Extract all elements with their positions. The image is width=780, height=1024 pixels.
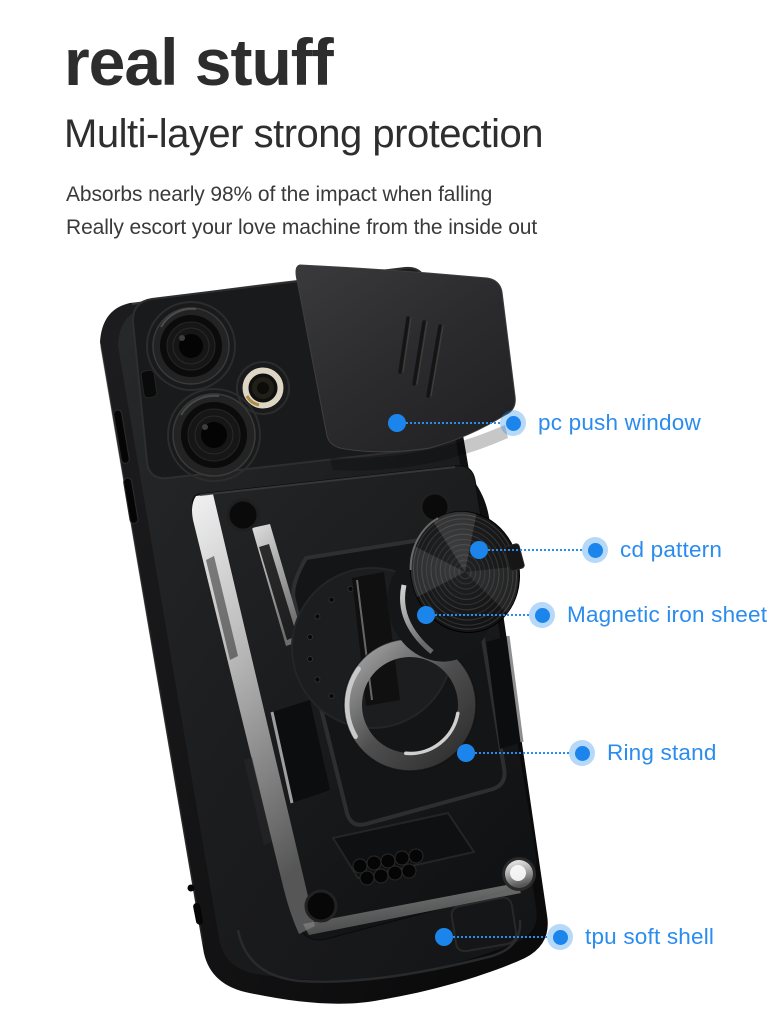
callout-anchor-dot xyxy=(457,744,475,762)
callout-tpu-soft-shell: tpu soft shell xyxy=(435,924,714,950)
callout-leader-line xyxy=(488,549,582,551)
callout-label: Ring stand xyxy=(607,740,717,765)
callout-ring-stand: Ring stand xyxy=(457,740,717,766)
callout-magnetic-iron-sheet: Magnetic iron sheet xyxy=(417,602,767,628)
callout-anchor-dot xyxy=(388,414,406,432)
callout-pc-push-window: pc push window xyxy=(388,410,701,436)
callout-label: tpu soft shell xyxy=(585,924,715,949)
callout-label: pc push window xyxy=(538,410,701,435)
callout-leader-line xyxy=(406,422,500,424)
callout-marker-dot xyxy=(500,410,526,436)
callout-marker-dot xyxy=(582,537,608,563)
callout-marker-dot xyxy=(529,602,555,628)
page-title: real stuff xyxy=(64,25,334,99)
callout-marker-dot xyxy=(569,740,595,766)
callout-cd-pattern: cd pattern xyxy=(470,537,722,563)
subtitle: Multi-layer strong protection xyxy=(64,112,544,156)
callout-anchor-dot xyxy=(417,606,435,624)
description-line-2: Really escort your love machine from the… xyxy=(66,216,538,239)
callout-anchor-dot xyxy=(470,541,488,559)
callout-marker-dot xyxy=(547,924,573,950)
callout-leader-line xyxy=(435,614,529,616)
callout-label: Magnetic iron sheet xyxy=(567,602,768,627)
callout-leader-line xyxy=(475,752,569,754)
callout-anchor-dot xyxy=(435,928,453,946)
description-line-1: Absorbs nearly 98% of the impact when fa… xyxy=(66,183,493,206)
callout-leader-line xyxy=(453,936,547,938)
callout-label: cd pattern xyxy=(620,537,723,562)
